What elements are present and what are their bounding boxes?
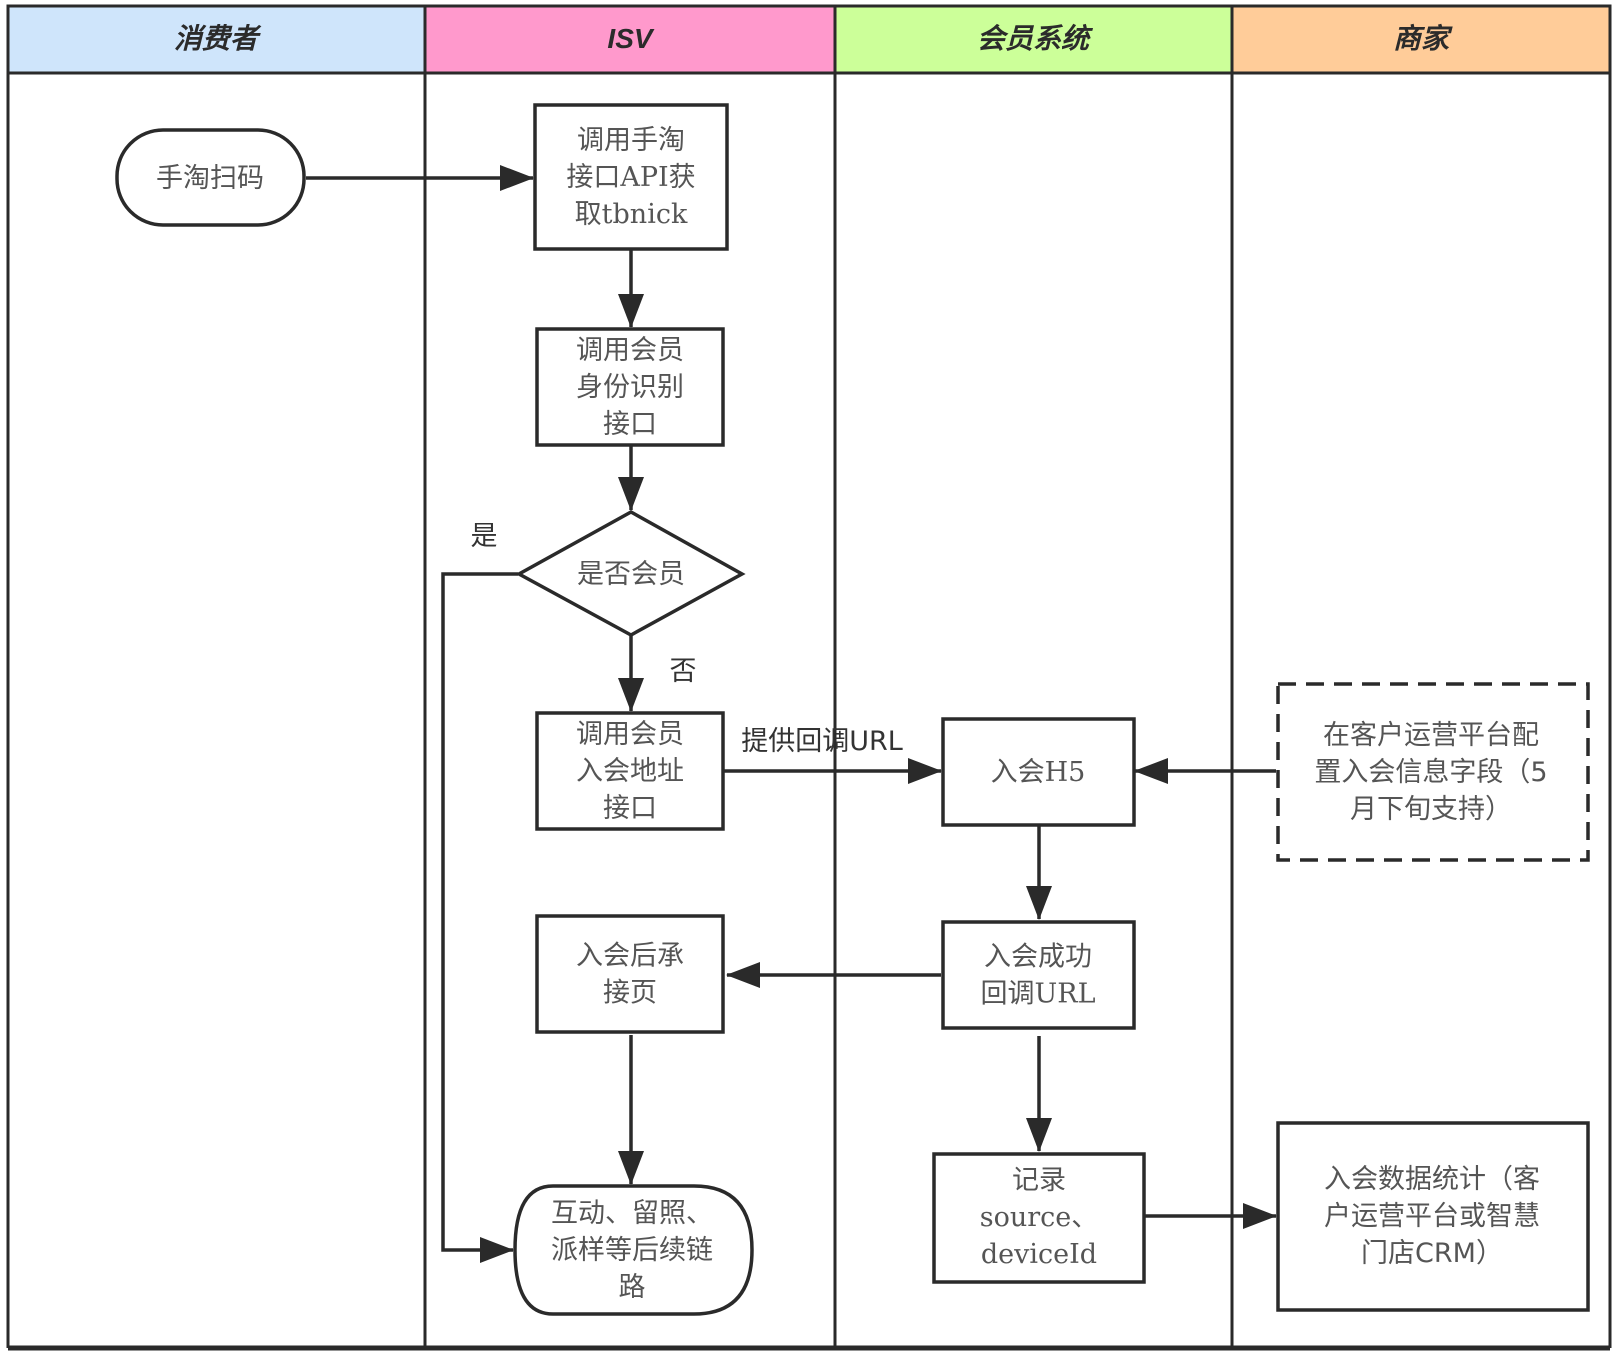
node-text-line: 入会H5 [991,757,1086,788]
node-text-line: source、 [980,1202,1099,1233]
node-label: 调用会员入会地址接口 [576,719,684,824]
lane-header-isv [423,4,837,75]
node-text-line: 接口 [603,793,657,824]
lane-title-isv: ISV [607,23,654,54]
lane-title-member-system: 会员系统 [977,23,1094,54]
node-text-line: deviceId [981,1239,1097,1270]
node-label: 在客户运营平台配置入会信息字段（5 月下旬支持） [1314,720,1547,825]
node-text-line: 互动、留照、 [551,1198,713,1229]
node-get-tbnick[interactable]: 调用手淘接口API获取tbnick [533,103,729,251]
node-join-h5[interactable]: 入会H5 [941,717,1136,827]
node-text-line: 路 [619,1272,646,1303]
node-label: 入会成功回调URL [980,942,1095,1010]
node-label: 手淘扫码 [156,163,264,194]
node-text-line: 置入会信息字段（5 [1314,757,1547,788]
node-label: 是否会员 [577,559,685,590]
node-text-line: 回调URL [980,979,1095,1010]
node-text-line: 派样等后续链 [551,1235,713,1266]
node-label: 调用手淘接口API获取tbnick [566,125,695,230]
node-text-line: 户运营平台或智慧 [1324,1201,1540,1232]
edge-decision-yes [441,572,518,1263]
node-text-line: 记录 [1012,1165,1066,1196]
node-join-success-callback[interactable]: 入会成功回调URL [941,920,1136,1030]
node-text-line: 接页 [603,978,657,1009]
node-record-source[interactable]: 记录 source、 deviceId [932,1152,1146,1284]
node-identify[interactable]: 调用会员身份识别接口 [535,327,725,447]
node-text-line: 月下旬支持） [1350,794,1512,825]
node-configure-fields[interactable]: 在客户运营平台配置入会信息字段（5 月下旬支持） [1276,682,1590,862]
edge-label-no: 否 [670,656,697,687]
lane-header-consumer [6,4,427,75]
node-label: 入会后承接页 [576,941,684,1009]
node-text-line: 取tbnick [575,199,688,230]
node-text-line: 身份识别 [576,372,684,403]
node-text-line: 是否会员 [577,559,685,590]
node-label: 记录 source、 deviceId [980,1165,1099,1270]
node-text-line: 在客户运营平台配 [1323,720,1539,751]
node-scan[interactable]: 手淘扫码 [115,128,306,227]
node-text-line: 接口 [603,409,657,440]
node-landing-page[interactable]: 入会后承接页 [535,914,725,1034]
node-stats[interactable]: 入会数据统计（客户运营平台或智慧门店CRM） [1276,1121,1590,1312]
node-is-member-decision[interactable]: 是否会员 [515,509,746,637]
lane-header-merchant [1230,4,1612,75]
node-join-address[interactable]: 调用会员入会地址接口 [535,711,725,831]
node-label: 调用会员身份识别接口 [576,335,684,440]
node-text-line: 调用会员 [576,335,684,366]
node-text-line: 入会成功 [984,942,1092,973]
node-followup[interactable]: 互动、留照、派样等后续链路 [513,1184,754,1316]
node-text-line: 门店CRM） [1361,1238,1503,1269]
lane-title-merchant: 商家 [1393,23,1453,54]
node-text-line: 调用会员 [576,719,684,750]
lane-title-consumer: 消费者 [174,23,262,54]
node-label: 入会数据统计（客户运营平台或智慧门店CRM） [1324,1164,1540,1269]
node-text-line: 手淘扫码 [156,163,264,194]
node-label: 入会H5 [991,757,1086,788]
node-text-line: 入会数据统计（客 [1324,1164,1540,1195]
node-label: 互动、留照、派样等后续链路 [551,1198,713,1303]
lane-header-member-system [833,4,1234,75]
edge-label-provide-callback: 提供回调URL [741,726,903,757]
node-text-line: 入会地址 [576,756,684,787]
node-text-line: 调用手淘 [577,125,685,156]
lane-borders [6,73,1612,1351]
node-text-line: 接口API获 [566,162,695,193]
edge-label-yes: 是 [471,521,498,552]
node-text-line: 入会后承 [576,941,684,972]
